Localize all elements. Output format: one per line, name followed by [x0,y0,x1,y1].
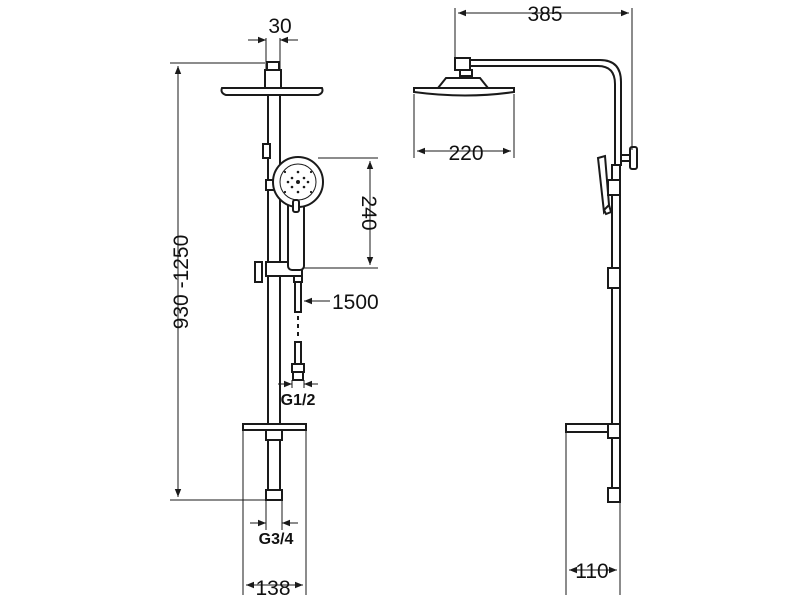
dim-inlet-thread-label: G3/4 [259,531,294,548]
dim-wall-distance-label: 110 [575,560,608,583]
main-riser-pipe-side [607,164,621,503]
dim-shelf-width-label: 138 [255,577,290,600]
dim-hose-thread-label: G1/2 [281,392,316,409]
dim-arm-length: 385 [454,3,633,150]
dim-height-range-label: 930 -1250 [170,235,193,330]
dim-wall-distance: 110 [565,432,621,595]
dim-height-range: 930 -1250 [170,62,268,501]
soap-shelf-front [242,423,307,441]
dim-hose-length-label: 1500 [332,291,379,314]
shower-hose-front [291,275,305,381]
dim-hand-shower-length-label: 240 [357,195,380,230]
dim-shelf-width: 138 [242,430,307,600]
hand-shower-front [272,156,324,271]
dim-hand-shower-length: 240 [304,157,380,269]
diverter-front [262,143,271,159]
dim-head-diameter: 220 [413,94,515,165]
rain-shower-head-side [413,77,515,97]
diverter-side [620,146,638,170]
side-view: 385 220 110 [413,3,638,595]
dim-head-diameter-label: 220 [448,142,483,165]
dim-pipe-width: 30 [248,15,298,70]
dim-inlet-thread: G3/4 [250,500,298,548]
dim-hose-length: 1500 [304,291,379,314]
rain-shower-head-front [220,61,324,96]
soap-shelf-side [565,423,621,439]
dim-hose-thread: G1/2 [278,380,318,409]
front-view: 30 930 -1250 240 1500 G1/2 [170,15,380,600]
dim-pipe-width-label: 30 [268,15,291,38]
dim-arm-length-label: 385 [527,3,562,26]
